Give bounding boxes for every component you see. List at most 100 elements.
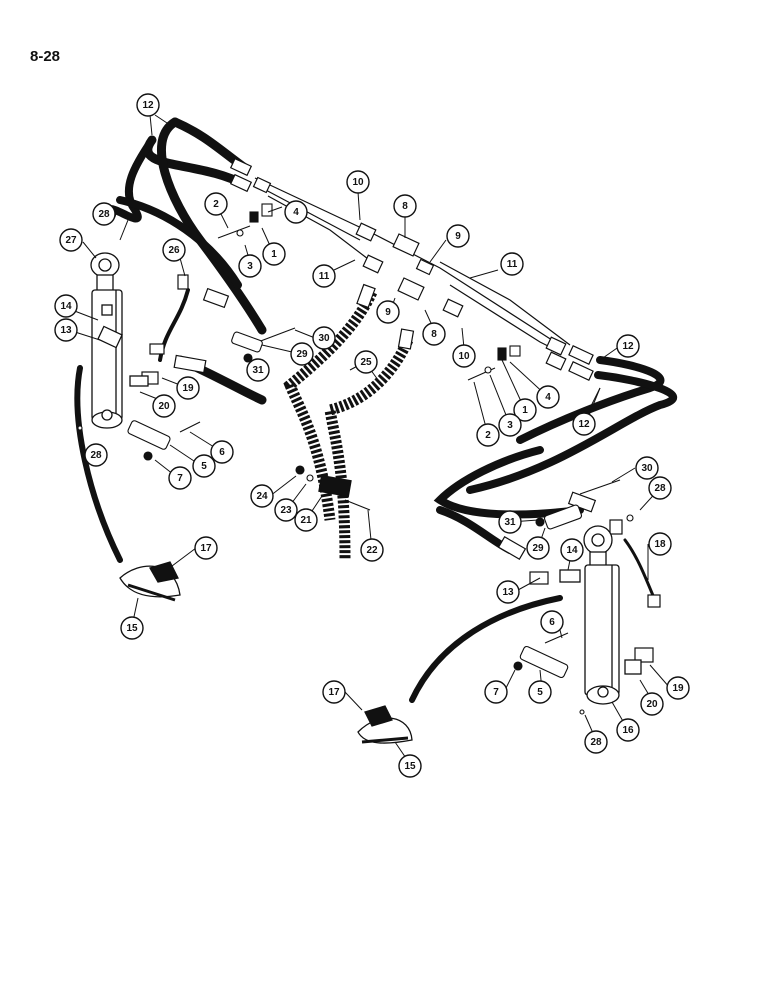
hardware	[77, 203, 634, 715]
callout-number: 30	[641, 463, 653, 474]
callout-20: 20	[152, 394, 176, 418]
callout-circle	[640, 692, 664, 716]
callout-16: 16	[616, 718, 640, 742]
callout-circle	[294, 508, 318, 532]
callout-12: 12	[616, 334, 640, 358]
callout-28: 28	[584, 730, 608, 754]
callout-3: 3	[238, 254, 262, 278]
callout-31: 31	[246, 358, 270, 382]
callout-circle	[194, 536, 218, 560]
callout-circle	[92, 202, 116, 226]
callout-19: 19	[176, 376, 200, 400]
callout-circle	[284, 200, 308, 224]
callout-26: 26	[162, 238, 186, 262]
callout-number: 29	[532, 543, 544, 554]
callout-number: 16	[622, 725, 634, 736]
callout-1: 1	[513, 398, 537, 422]
callout-circle	[238, 254, 262, 278]
callout-circle	[210, 440, 234, 464]
callout-7: 7	[168, 466, 192, 490]
callout-3: 3	[498, 413, 522, 437]
callout-4: 4	[536, 385, 560, 409]
callout-number: 27	[65, 235, 77, 246]
hose-guard-left	[119, 561, 181, 602]
callout-number: 26	[168, 245, 180, 256]
callout-number: 28	[654, 483, 666, 494]
callout-number: 10	[352, 177, 364, 188]
callout-number: 12	[142, 100, 154, 111]
callout-number: 24	[256, 491, 268, 502]
callout-4: 4	[284, 200, 308, 224]
callout-number: 28	[590, 737, 602, 748]
callout-number: 7	[493, 687, 499, 698]
callout-number: 14	[60, 301, 72, 312]
callout-number: 21	[300, 515, 312, 526]
callout-circle	[54, 294, 78, 318]
leader-lines	[71, 114, 671, 765]
callout-circle	[120, 616, 144, 640]
left-cylinder	[90, 252, 149, 429]
callout-number: 15	[126, 623, 138, 634]
callout-circle	[246, 358, 270, 382]
callout-number: 2	[485, 430, 491, 441]
callout-30: 30	[635, 456, 659, 480]
callout-number: 20	[158, 401, 170, 412]
callout-number: 15	[404, 761, 416, 772]
callout-number: 5	[201, 461, 207, 472]
callout-number: 28	[98, 209, 110, 220]
callout-circle	[513, 398, 537, 422]
callout-number: 3	[247, 261, 253, 272]
callout-circle	[176, 376, 200, 400]
callout-number: 31	[504, 517, 516, 528]
callout-number: 29	[296, 349, 308, 360]
callout-number: 30	[318, 333, 330, 344]
callout-17: 17	[194, 536, 218, 560]
callout-circle	[666, 676, 690, 700]
callout-circle	[500, 252, 524, 276]
callout-21: 21	[294, 508, 318, 532]
hose-left-loop-c	[116, 196, 242, 289]
callout-13: 13	[496, 580, 520, 604]
callout-31: 31	[498, 510, 522, 534]
callout-12: 12	[136, 93, 160, 117]
callout-circle	[616, 334, 640, 358]
hose-left-cylinder-to-17	[74, 365, 123, 563]
callout-number: 17	[328, 687, 340, 698]
callout-number: 11	[319, 271, 330, 282]
callout-number: 1	[522, 405, 528, 416]
callout-number: 1	[271, 249, 277, 260]
callout-27: 27	[59, 228, 83, 252]
callout-circle	[250, 484, 274, 508]
callout-number: 8	[402, 201, 408, 212]
callout-15: 15	[120, 616, 144, 640]
callout-number: 25	[360, 357, 372, 368]
callout-number: 17	[200, 543, 212, 554]
callout-circle	[322, 680, 346, 704]
callout-25: 25	[354, 350, 378, 374]
callout-circle	[422, 322, 446, 346]
callout-number: 10	[458, 351, 470, 362]
callout-9: 9	[376, 300, 400, 324]
callout-circle	[526, 536, 550, 560]
callout-circle	[312, 326, 336, 350]
callout-circle	[616, 718, 640, 742]
callout-circle	[648, 532, 672, 556]
callout-28: 28	[92, 202, 116, 226]
callout-circle	[572, 412, 596, 436]
callout-number: 6	[219, 447, 225, 458]
right-cylinder	[559, 525, 642, 705]
callout-7: 7	[484, 680, 508, 704]
callout-number: 19	[182, 383, 194, 394]
callout-11: 11	[312, 264, 336, 288]
callout-number: 3	[507, 420, 513, 431]
callout-circle	[452, 344, 476, 368]
callout-number: 8	[431, 329, 437, 340]
callout-30: 30	[312, 326, 336, 350]
callout-circle	[204, 192, 228, 216]
callout-number: 12	[622, 341, 634, 352]
callout-11: 11	[500, 252, 524, 276]
callout-number: 22	[366, 545, 378, 556]
callout-circle	[648, 476, 672, 500]
